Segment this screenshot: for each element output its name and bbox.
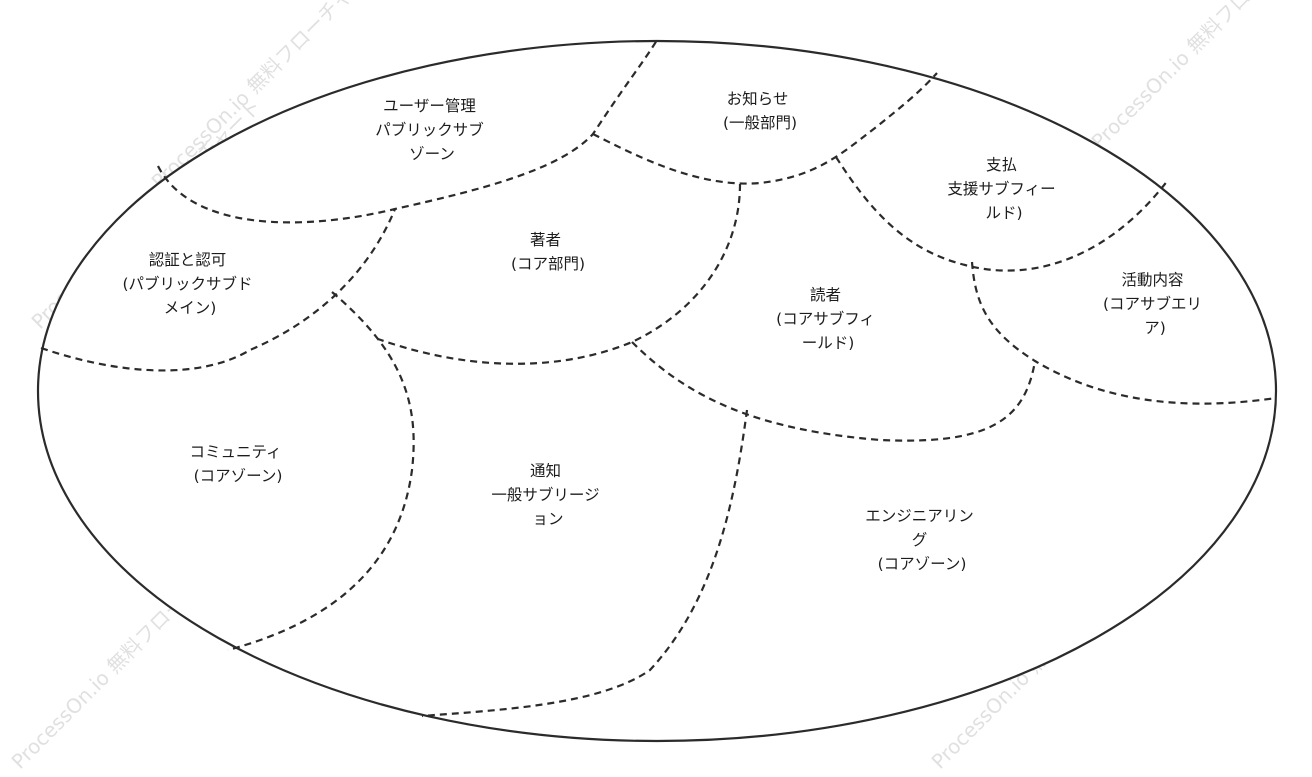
zone-label-line: (パブリックサブド	[123, 274, 253, 293]
zone-label-line: お知らせ	[727, 90, 789, 108]
zone-labels: ユーザー管理 パブリックサブ ゾーン お知らせ (一般部門) 支払 支援サブフィ…	[123, 90, 1207, 573]
zone-label-line: (コアゾーン)	[194, 467, 283, 485]
zone-label-line: 活動内容	[1122, 271, 1184, 289]
zone-label-notice: お知らせ (一般部門)	[723, 90, 797, 132]
zone-label-line: ルド)	[985, 204, 1022, 222]
zone-label-line: メイン)	[164, 299, 217, 317]
zone-label-line: ゾーン	[409, 145, 455, 163]
zone-label-line: エンジニアリン	[865, 507, 974, 525]
zone-label-community: コミュニティ (コアゾーン)	[189, 443, 286, 485]
zone-label-line: (コア部門)	[511, 255, 585, 273]
zone-label-line: 支払	[986, 156, 1017, 174]
subdomain-boundaries	[40, 39, 1277, 718]
zone-label-line: パブリックサブ	[375, 120, 484, 139]
boundary-line	[40, 208, 397, 372]
zone-label-line: 著者	[530, 231, 561, 249]
zone-label-engineering: エンジニアリン グ (コアゾーン)	[865, 507, 978, 573]
zone-label-line: 支援サブフィー	[947, 179, 1055, 198]
zone-label-line: (一般部門)	[723, 114, 797, 132]
zone-label-line: 一般サブリージ	[491, 485, 599, 504]
zone-label-line: ユーザー管理	[383, 97, 476, 115]
boundary-line	[970, 261, 1277, 405]
zone-label-payment: 支払 支援サブフィー ルド)	[947, 156, 1060, 222]
zone-label-line: (コアサブフィ	[776, 309, 875, 328]
zone-label-line: ールド)	[802, 334, 855, 352]
boundary-line	[227, 291, 415, 652]
boundary-line	[421, 409, 749, 718]
boundary-line	[835, 156, 1169, 272]
zone-label-user-management: ユーザー管理 パブリックサブ ゾーン	[375, 97, 488, 163]
zone-label-line: ョン	[532, 510, 563, 528]
zone-label-line: コミュニティ	[189, 443, 281, 461]
zone-label-reader: 読者 (コアサブフィ ールド)	[776, 286, 880, 352]
zone-label-line: グ	[912, 531, 928, 549]
zone-label-line: (コアゾーン)	[878, 555, 967, 573]
watermark: ProcessOn.io 無料フローチャート	[1087, 0, 1312, 154]
zone-label-line: 読者	[810, 286, 841, 304]
boundary-line	[377, 183, 742, 365]
zone-label-activity: 活動内容 (コアサブエリ ア)	[1103, 271, 1207, 337]
zone-label-notification: 通知 一般サブリージ ョン	[491, 462, 604, 528]
boundary-line	[592, 72, 938, 185]
zone-label-line: 認証と認可	[149, 251, 227, 269]
domain-boundary-ellipse	[36, 39, 1278, 743]
zone-label-line: 通知	[530, 462, 561, 480]
zone-label-line: (コアサブエリ	[1103, 294, 1202, 313]
zone-label-line: ア)	[1144, 319, 1166, 337]
zone-label-author: 著者 (コア部門)	[511, 231, 585, 273]
zone-label-auth: 認証と認可 (パブリックサブド メイン)	[123, 251, 258, 317]
